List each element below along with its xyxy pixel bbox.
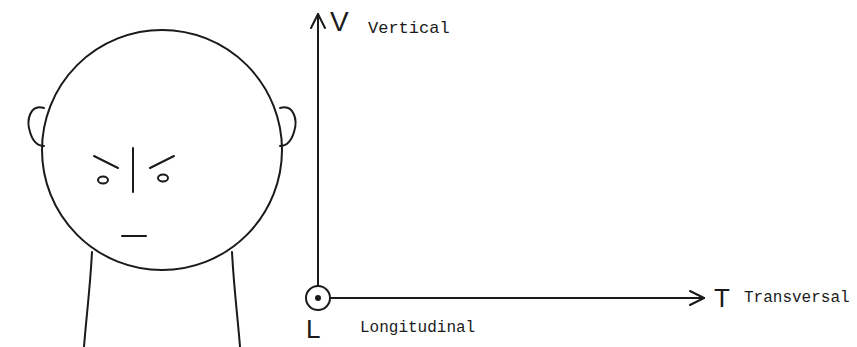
left-ear — [29, 107, 44, 146]
right-eye — [158, 175, 168, 182]
vertical-axis — [317, 14, 319, 286]
axis-name: Vertical — [368, 20, 450, 37]
head-outline — [42, 30, 282, 270]
transversal-axis — [330, 297, 704, 299]
axis-name: Longitudinal — [360, 320, 475, 336]
left-brow — [94, 156, 118, 168]
arrow-head — [690, 291, 704, 305]
nose-line — [132, 148, 134, 192]
neck-line — [84, 252, 92, 347]
out-of-plane-symbol — [306, 286, 330, 310]
axis-name: Transversal — [744, 290, 850, 306]
neck-line — [232, 252, 240, 347]
out-of-plane-dot — [315, 295, 321, 301]
right-ear — [280, 107, 295, 146]
axis-letter: T — [714, 285, 730, 311]
left-eye — [98, 177, 108, 184]
axis-letter: L — [306, 316, 320, 342]
axis-letter: V — [330, 8, 349, 36]
mouth-line — [122, 235, 146, 237]
arrow-head — [311, 14, 325, 28]
right-brow — [150, 156, 174, 168]
